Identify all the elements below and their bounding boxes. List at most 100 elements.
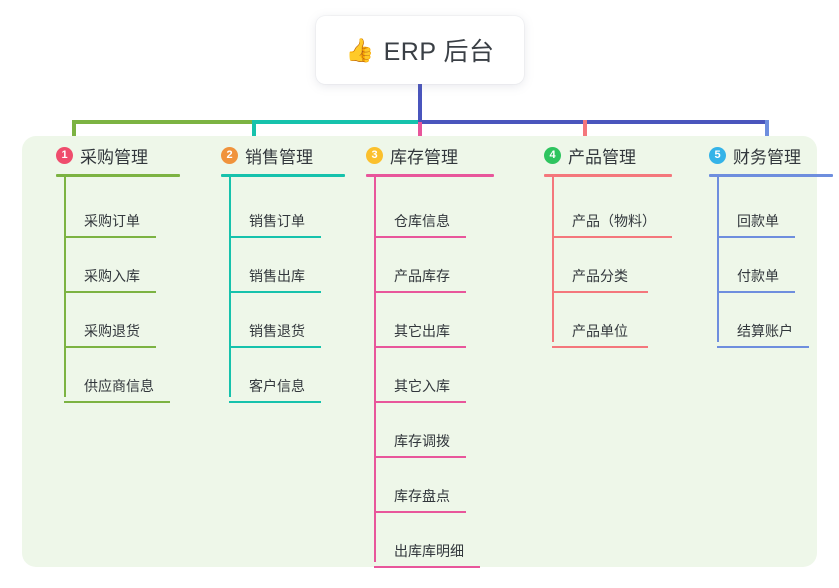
column-5: 5 财务管理回款单付款单结算账户 bbox=[695, 136, 839, 348]
tree-item-underline bbox=[374, 236, 466, 238]
tree-item[interactable]: 采购订单 bbox=[64, 183, 190, 238]
column-items-4: 产品（物料） 产品分类产品单位 bbox=[552, 177, 694, 348]
tree-item-label: 仓库信息 bbox=[394, 213, 450, 229]
column-3: 3 库存管理仓库信息产品库存其它出库其它入库库存调拨库存盘点出库库明细 bbox=[352, 136, 512, 568]
tree-item-underline bbox=[64, 401, 170, 403]
column-title-3: 库存管理 bbox=[390, 147, 458, 167]
column-header-underline-5 bbox=[709, 174, 833, 177]
tree-item-label: 采购订单 bbox=[84, 213, 140, 229]
column-header-4[interactable]: 4 产品管理 bbox=[530, 136, 694, 174]
column-4: 4 产品管理产品（物料） 产品分类产品单位 bbox=[530, 136, 694, 348]
column-header-5[interactable]: 5 财务管理 bbox=[695, 136, 839, 174]
tree-item[interactable]: 销售订单 bbox=[229, 183, 355, 238]
column-badge-3: 3 bbox=[366, 146, 383, 164]
root-title-text: ERP 后台 bbox=[383, 38, 495, 66]
tree-item[interactable]: 客户信息 bbox=[229, 348, 355, 403]
tree-item-label: 其它出库 bbox=[394, 323, 450, 339]
column-items-1: 采购订单采购入库采购退货供应商信息 bbox=[64, 177, 190, 403]
column-container: 1 采购管理采购订单采购入库采购退货供应商信息 2 销售管理销售订单销售出库销售退货客… bbox=[22, 136, 833, 568]
tree-item-underline bbox=[64, 236, 156, 238]
thumbs-up-icon: 👍 bbox=[345, 36, 375, 63]
tree-item-label: 库存盘点 bbox=[394, 488, 450, 504]
root-node-card[interactable]: 👍 ERP 后台 bbox=[316, 16, 524, 84]
tree-item[interactable]: 采购入库 bbox=[64, 238, 190, 293]
tree-item-underline bbox=[552, 291, 648, 293]
tree-item-underline bbox=[64, 346, 156, 348]
column-badge-5: 5 bbox=[709, 146, 726, 164]
tree-item-label: 采购退货 bbox=[84, 323, 140, 339]
tree-item[interactable]: 其它出库 bbox=[374, 293, 512, 348]
column-items-2: 销售订单销售出库销售退货客户信息 bbox=[229, 177, 355, 403]
tree-item-label: 客户信息 bbox=[249, 378, 305, 394]
tree-item[interactable]: 产品分类 bbox=[552, 238, 694, 293]
column-spine-5 bbox=[717, 177, 719, 342]
tree-item[interactable]: 产品单位 bbox=[552, 293, 694, 348]
tree-item[interactable]: 库存调拨 bbox=[374, 403, 512, 458]
column-title-4: 产品管理 bbox=[568, 147, 636, 167]
column-header-underline-4 bbox=[544, 174, 672, 177]
tree-item-label: 采购入库 bbox=[84, 268, 140, 284]
tree-item-underline bbox=[717, 291, 795, 293]
column-header-underline-3 bbox=[366, 174, 494, 177]
tree-item[interactable]: 结算账户 bbox=[717, 293, 839, 348]
column-title-1: 采购管理 bbox=[80, 147, 148, 167]
column-header-1[interactable]: 1 采购管理 bbox=[42, 136, 190, 174]
tree-item-underline bbox=[374, 456, 466, 458]
tree-item-label: 销售出库 bbox=[249, 268, 305, 284]
tree-item[interactable]: 库存盘点 bbox=[374, 458, 512, 513]
tree-item[interactable]: 产品（物料） bbox=[552, 183, 694, 238]
diagram-panel bbox=[22, 136, 817, 567]
tree-item-label: 产品（物料） bbox=[572, 213, 656, 229]
tree-item-underline bbox=[717, 346, 809, 348]
tree-item-underline bbox=[374, 511, 466, 513]
column-title-2: 销售管理 bbox=[245, 147, 313, 167]
tree-item[interactable]: 付款单 bbox=[717, 238, 839, 293]
column-header-3[interactable]: 3 库存管理 bbox=[352, 136, 512, 174]
tree-item-underline bbox=[229, 401, 321, 403]
column-header-2[interactable]: 2 销售管理 bbox=[207, 136, 355, 174]
tree-item[interactable]: 销售退货 bbox=[229, 293, 355, 348]
column-items-5: 回款单付款单结算账户 bbox=[717, 177, 839, 348]
tree-item-label: 产品库存 bbox=[394, 268, 450, 284]
tree-item[interactable]: 产品库存 bbox=[374, 238, 512, 293]
tree-item-label: 出库库明细 bbox=[394, 543, 464, 559]
column-title-5: 财务管理 bbox=[733, 147, 801, 167]
column-spine-2 bbox=[229, 177, 231, 397]
column-2: 2 销售管理销售订单销售出库销售退货客户信息 bbox=[207, 136, 355, 403]
root-title: 👍 ERP 后台 bbox=[345, 32, 494, 68]
tree-item[interactable]: 回款单 bbox=[717, 183, 839, 238]
tree-item-label: 销售退货 bbox=[249, 323, 305, 339]
tree-item[interactable]: 仓库信息 bbox=[374, 183, 512, 238]
tree-item-underline bbox=[374, 401, 466, 403]
column-items-3: 仓库信息产品库存其它出库其它入库库存调拨库存盘点出库库明细 bbox=[374, 177, 512, 568]
tree-item-label: 产品单位 bbox=[572, 323, 628, 339]
tree-item[interactable]: 销售出库 bbox=[229, 238, 355, 293]
column-header-underline-1 bbox=[56, 174, 180, 177]
tree-item[interactable]: 其它入库 bbox=[374, 348, 512, 403]
column-header-underline-2 bbox=[221, 174, 345, 177]
tree-item-underline bbox=[374, 346, 466, 348]
tree-item-label: 付款单 bbox=[737, 268, 779, 284]
column-badge-1: 1 bbox=[56, 146, 73, 164]
tree-item-label: 结算账户 bbox=[737, 323, 793, 339]
tree-item-underline bbox=[64, 291, 156, 293]
column-badge-2: 2 bbox=[221, 146, 238, 164]
tree-item-label: 销售订单 bbox=[249, 213, 305, 229]
tree-item-label: 库存调拨 bbox=[394, 433, 450, 449]
tree-item-underline bbox=[717, 236, 795, 238]
tree-item[interactable]: 供应商信息 bbox=[64, 348, 190, 403]
column-1: 1 采购管理采购订单采购入库采购退货供应商信息 bbox=[42, 136, 190, 403]
tree-item-underline bbox=[552, 236, 672, 238]
tree-item-underline bbox=[552, 346, 648, 348]
column-badge-4: 4 bbox=[544, 146, 561, 164]
column-spine-1 bbox=[64, 177, 66, 397]
tree-item-underline bbox=[374, 566, 480, 568]
tree-item-underline bbox=[229, 291, 321, 293]
tree-item-label: 回款单 bbox=[737, 213, 779, 229]
tree-item[interactable]: 采购退货 bbox=[64, 293, 190, 348]
tree-item-underline bbox=[229, 236, 321, 238]
tree-item-label: 产品分类 bbox=[572, 268, 628, 284]
tree-item[interactable]: 出库库明细 bbox=[374, 513, 512, 568]
tree-item-label: 其它入库 bbox=[394, 378, 450, 394]
column-spine-3 bbox=[374, 177, 376, 562]
